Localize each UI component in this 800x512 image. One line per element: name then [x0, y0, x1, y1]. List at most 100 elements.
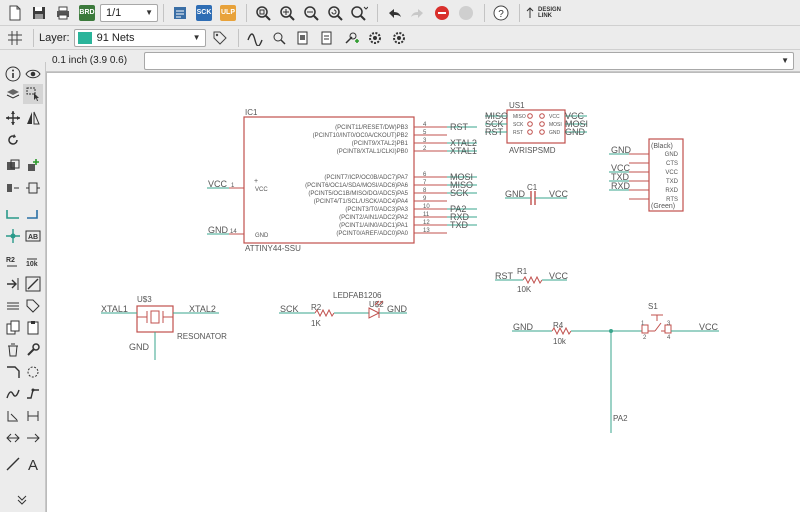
mirror-icon[interactable] [23, 108, 43, 128]
r1-value: 10K [517, 285, 532, 294]
ic1-pin-number: 3 [423, 138, 427, 144]
c1-part[interactable]: C1 GND VCC [505, 183, 569, 205]
chevron-down-icon: ▼ [781, 55, 789, 65]
wrench-icon[interactable] [23, 340, 43, 360]
svg-text:A: A [28, 457, 38, 472]
stop-icon[interactable] [431, 2, 453, 24]
info-icon[interactable] [3, 64, 23, 84]
s1-pin-number: 4 [667, 335, 671, 341]
gate-swap-icon[interactable] [23, 178, 43, 198]
ic1-pin-label: (PCINT10/INT0/OC0A/CKOUT)PB2 [313, 133, 409, 139]
route-icon[interactable] [23, 384, 43, 404]
ic1-pin-number: 2 [423, 146, 427, 152]
invoke-icon[interactable] [23, 406, 43, 426]
wire-icon[interactable] [3, 204, 23, 224]
rotate-icon[interactable] [3, 130, 23, 150]
net-label-vcc: VCC [565, 111, 585, 121]
command-input[interactable]: ▼ [144, 51, 794, 70]
ripup-icon[interactable] [3, 406, 23, 426]
copy-icon[interactable] [3, 318, 23, 338]
ulp-icon[interactable]: ULP [217, 2, 239, 24]
text-icon[interactable]: A [23, 454, 43, 474]
split-icon[interactable] [23, 362, 43, 382]
ftdi-header-part[interactable]: (Black) (Green) [648, 138, 684, 212]
board-switch-icon[interactable]: BRD [76, 2, 98, 24]
schematic-drawing[interactable]: IC1 ATTINY44-SSU VCC GND + VCC 1 GND 14 … [47, 73, 800, 512]
us1-part[interactable]: US1 AVRISPSMD [506, 101, 566, 155]
net-label-xtal2: XTAL2 [450, 138, 477, 148]
arrow-join-icon[interactable] [23, 428, 43, 448]
ic1-pin-number: 4 [423, 122, 427, 128]
delete-icon[interactable] [3, 340, 23, 360]
expand-toolbar-icon[interactable] [12, 490, 32, 510]
layer-select-value: 91 Nets [96, 31, 135, 44]
sck-script-icon[interactable]: SCK [193, 2, 215, 24]
paste-icon[interactable] [23, 318, 43, 338]
led-part[interactable]: LEDFAB1206 U$2 GND [333, 291, 408, 319]
zoom-select-icon[interactable] [348, 2, 370, 24]
s1-switch-part[interactable]: S1 2 4 1 3 VCC [641, 302, 719, 341]
u3-resonator-part[interactable]: U$3 XTAL1 XTAL2 GND RESONATOR [101, 295, 227, 360]
net-icon[interactable] [23, 204, 43, 224]
magnify-icon[interactable] [268, 27, 290, 49]
grid-icon[interactable] [4, 27, 26, 49]
add-part-icon[interactable] [23, 156, 43, 176]
u3-name: U$3 [137, 295, 152, 304]
arrow-split-icon[interactable] [3, 428, 23, 448]
help-icon[interactable]: ? [490, 2, 512, 24]
zoom-fit-icon[interactable] [252, 2, 274, 24]
ic1-pin-number: 5 [423, 130, 427, 136]
attribute-icon[interactable] [23, 296, 43, 316]
replace-icon[interactable] [3, 178, 23, 198]
save-icon[interactable] [28, 2, 50, 24]
miter-icon[interactable] [3, 362, 23, 382]
draw-line-icon[interactable] [3, 454, 23, 474]
zoom-out-icon[interactable] [300, 2, 322, 24]
command-sidebar: AB R2 10k A [0, 62, 46, 512]
copy-doc-icon[interactable] [292, 27, 314, 49]
design-link-button[interactable]: DESIGN LINK [525, 2, 562, 24]
net-label-pa2: PA2 [613, 414, 628, 423]
select-pointer-icon[interactable] [23, 84, 43, 104]
us1-value: AVRISPSMD [509, 146, 556, 155]
optimize-icon[interactable] [3, 384, 23, 404]
r1-part[interactable]: R1 10K RST VCC [495, 267, 569, 294]
net-label-mosi: MOSI [450, 172, 473, 182]
wire-style-icon[interactable] [244, 27, 266, 49]
copy-part-icon[interactable] [3, 156, 23, 176]
us1-pin-label: VCC [549, 114, 560, 120]
redo-icon[interactable] [407, 2, 429, 24]
add-net-icon[interactable] [340, 27, 362, 49]
layer-select[interactable]: 91 Nets ▼ [73, 28, 206, 47]
bus-icon[interactable] [3, 296, 23, 316]
zoom-in-icon[interactable] [276, 2, 298, 24]
label-icon[interactable]: AB [23, 226, 43, 246]
options-gear-icon[interactable] [388, 27, 410, 49]
line-icon[interactable] [23, 274, 43, 294]
zoom-redraw-icon[interactable] [324, 2, 346, 24]
value-icon[interactable]: 10k [23, 252, 43, 272]
tag-icon[interactable] [209, 27, 231, 49]
layers-icon[interactable] [3, 84, 23, 104]
schematic-canvas[interactable]: IC1 ATTINY44-SSU VCC GND + VCC 1 GND 14 … [46, 72, 800, 512]
go-icon[interactable] [455, 2, 477, 24]
r2-part[interactable]: R2 1K SCK [279, 303, 369, 328]
s1-pin-number: 2 [643, 335, 647, 341]
pinswap-icon[interactable] [3, 274, 23, 294]
net-label-xtal1: XTAL1 [450, 146, 477, 156]
sheet-select[interactable]: 1/1▼ [100, 3, 158, 22]
new-file-icon[interactable] [4, 2, 26, 24]
junction-icon[interactable] [3, 226, 23, 246]
print-icon[interactable] [52, 2, 74, 24]
ic1-part[interactable]: IC1 ATTINY44-SSU VCC GND + [243, 108, 415, 253]
eye-icon[interactable] [23, 64, 43, 84]
name-icon[interactable]: R2 [3, 252, 23, 272]
script-icon[interactable] [169, 2, 191, 24]
move-icon[interactable] [3, 108, 23, 128]
undo-icon[interactable] [383, 2, 405, 24]
settings-gear-icon[interactable] [364, 27, 386, 49]
r4-part[interactable]: R4 10k GND PA2 [512, 321, 642, 433]
export-doc-icon[interactable] [316, 27, 338, 49]
us1-pad [527, 113, 533, 119]
net-label-gnd: GND [513, 322, 534, 332]
